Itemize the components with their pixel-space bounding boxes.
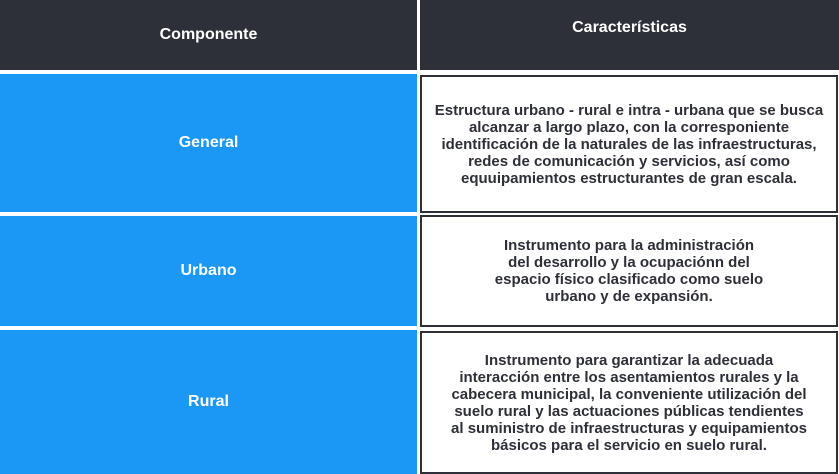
component-cell-rural: Rural	[0, 330, 417, 474]
description-text: Estructura urbano - rural e intra - urba…	[434, 101, 824, 187]
component-cell-general: General	[0, 74, 417, 212]
header-component: Componente	[0, 0, 417, 70]
component-label: Urbano	[180, 262, 237, 279]
description-text: Instrumento para garantizar la adecuada …	[451, 351, 807, 454]
description-cell-urbano: Instrumento para la administración del d…	[420, 215, 838, 327]
header-characteristics: Características	[420, 0, 839, 70]
header-characteristics-label: Características	[572, 19, 687, 36]
description-cell-general: Estructura urbano - rural e intra - urba…	[420, 75, 838, 213]
description-text: Instrumento para la administración del d…	[494, 237, 764, 305]
description-cell-rural: Instrumento para garantizar la adecuada …	[420, 331, 838, 474]
component-cell-urbano: Urbano	[0, 216, 417, 326]
component-label: Rural	[188, 393, 229, 410]
component-label: General	[178, 134, 239, 151]
header-component-label: Componente	[159, 26, 258, 43]
